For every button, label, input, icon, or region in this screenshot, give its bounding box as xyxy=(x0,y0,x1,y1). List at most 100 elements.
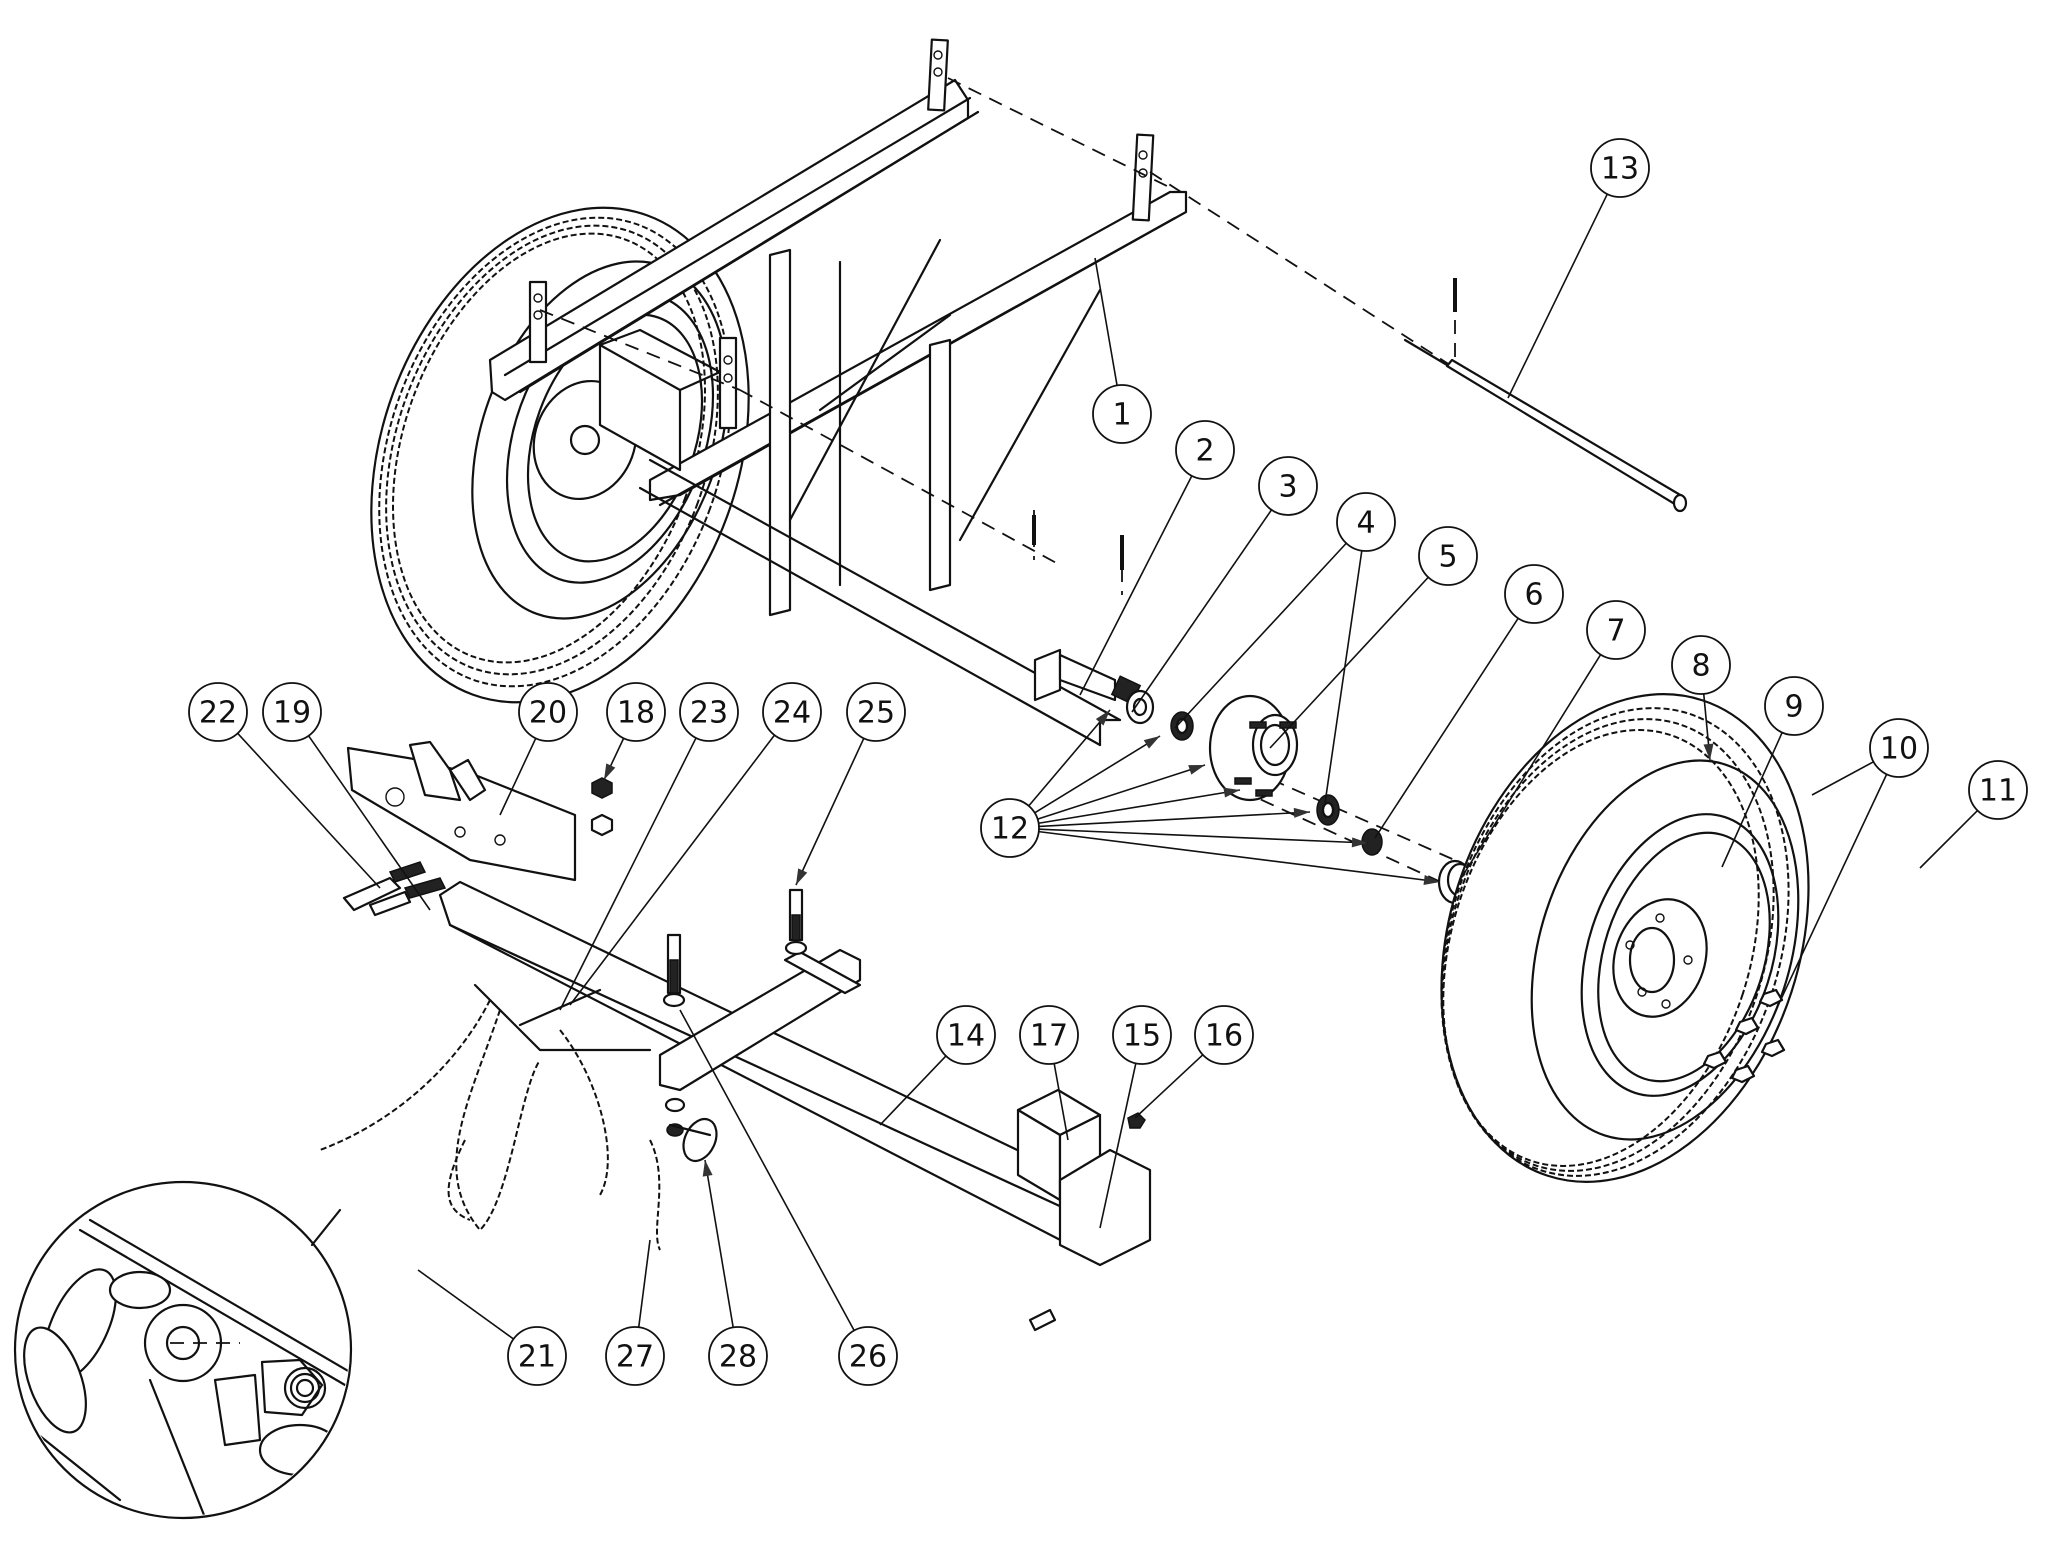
balloon-circle xyxy=(1336,492,1396,552)
balloon-number: 21 xyxy=(518,1340,556,1375)
balloon-number: 1 xyxy=(1112,398,1131,433)
balloon-number: 17 xyxy=(1030,1019,1068,1054)
leader-arrowhead-18 xyxy=(604,763,616,780)
balloon-number: 27 xyxy=(616,1340,654,1375)
balloon-number: 6 xyxy=(1524,578,1543,613)
balloon-circle xyxy=(679,682,739,742)
balloon-number: 2 xyxy=(1195,434,1214,469)
leader-line-4 xyxy=(1174,542,1347,729)
balloon-circle xyxy=(606,682,666,742)
balloon-circle xyxy=(936,1005,996,1065)
balloon-number: 16 xyxy=(1205,1019,1243,1054)
leader-line-24 xyxy=(569,734,776,1006)
balloon-circle xyxy=(838,1326,898,1386)
balloon-circle xyxy=(1175,420,1235,480)
balloon-cross-washer: 26 xyxy=(838,1326,898,1386)
leader-arrowhead-12 xyxy=(1223,787,1240,798)
balloon-circle xyxy=(1586,600,1646,660)
balloon-number: 28 xyxy=(719,1340,757,1375)
balloon-main-frame: 1 xyxy=(1092,384,1152,444)
leader-line-16 xyxy=(1134,1054,1204,1119)
leader-lines xyxy=(237,193,1979,1340)
balloon-hub-assembly-group: 12 xyxy=(980,798,1040,858)
balloon-coupler-bolt-long: 22 xyxy=(188,682,248,742)
balloon-circle xyxy=(1258,456,1318,516)
leader-line-12 xyxy=(1028,709,1111,807)
balloon-circle xyxy=(1590,138,1650,198)
leader-arrowhead-25 xyxy=(796,868,808,885)
balloon-hub: 5 xyxy=(1418,526,1478,586)
leader-line-12 xyxy=(1037,764,1206,820)
right-wheel xyxy=(1440,693,1810,1183)
leader-line-28 xyxy=(704,1159,734,1328)
balloon-pivot-shaft: 13 xyxy=(1590,138,1650,198)
main-frame xyxy=(488,38,1188,747)
leader-line-13 xyxy=(1507,193,1609,399)
balloon-number: 13 xyxy=(1601,152,1639,187)
balloon-number: 18 xyxy=(617,696,655,731)
balloon-number: 24 xyxy=(773,696,811,731)
leader-line-12 xyxy=(1038,828,1369,844)
balloon-tongue-beam: 14 xyxy=(936,1005,996,1065)
balloon-circle xyxy=(1019,1005,1079,1065)
leader-line-9 xyxy=(1721,732,1783,868)
balloon-number: 22 xyxy=(199,696,237,731)
balloon-number: 14 xyxy=(947,1019,985,1054)
balloon-circle xyxy=(980,798,1040,858)
balloon-number: 25 xyxy=(857,696,895,731)
balloon-lug-nut: 11 xyxy=(1968,760,2028,820)
leader-arrowhead-12 xyxy=(1423,875,1440,885)
balloon-circle xyxy=(1418,526,1478,586)
leader-line-12 xyxy=(1038,830,1441,883)
balloon-circle xyxy=(1968,760,2028,820)
balloon-number: 15 xyxy=(1123,1019,1161,1054)
leader-line-11 xyxy=(1919,809,1979,869)
leader-line-14 xyxy=(879,1055,947,1126)
balloon-coupler: 20 xyxy=(518,682,578,742)
leader-line-1 xyxy=(1094,257,1118,386)
balloon-circle xyxy=(1504,564,1564,624)
balloon-castle-nut: 6 xyxy=(1504,564,1564,624)
balloon-circle xyxy=(507,1326,567,1386)
balloon-circle xyxy=(605,1326,665,1386)
balloon-number: 11 xyxy=(1979,774,2017,809)
balloon-number: 23 xyxy=(690,696,728,731)
balloon-circle xyxy=(762,682,822,742)
balloon-circle xyxy=(1194,1005,1254,1065)
balloon-circle xyxy=(188,682,248,742)
balloon-circle xyxy=(708,1326,768,1386)
safety-chains xyxy=(319,999,661,1251)
leader-arrowhead-12 xyxy=(1143,736,1160,749)
balloon-grease-seal: 3 xyxy=(1258,456,1318,516)
leader-arrowhead-12 xyxy=(1293,807,1310,818)
leader-arrowhead-12 xyxy=(1188,765,1205,775)
leader-line-2 xyxy=(1079,475,1193,696)
balloon-safety-chain: 21 xyxy=(507,1326,567,1386)
balloon-bearing-cone: 4 xyxy=(1336,492,1396,552)
leader-line-25 xyxy=(795,737,865,886)
leader-line-6 xyxy=(1374,617,1519,839)
balloon-number: 7 xyxy=(1606,614,1625,649)
balloon-dust-cap: 7 xyxy=(1586,600,1646,660)
tongue-assembly xyxy=(342,740,1152,1332)
balloon-chain-nut: 24 xyxy=(762,682,822,742)
balloon-tongue-bracket: 17 xyxy=(1019,1005,1079,1065)
leader-arrowhead-28 xyxy=(702,1160,713,1177)
balloon-mount-bolt: 15 xyxy=(1112,1005,1172,1065)
balloon-number: 4 xyxy=(1356,506,1375,541)
balloon-wheel-studs: 10 xyxy=(1869,718,1929,778)
balloon-number: 12 xyxy=(991,812,1029,847)
leader-line-10 xyxy=(1774,773,1888,1013)
balloon-tire: 8 xyxy=(1671,635,1731,695)
leader-line-3 xyxy=(1131,509,1273,713)
balloon-number: 26 xyxy=(849,1340,887,1375)
leader-line-5 xyxy=(1269,576,1429,749)
leader-line-12 xyxy=(1034,735,1161,814)
leader-line-15 xyxy=(1099,1063,1137,1229)
balloon-circle xyxy=(262,682,322,742)
balloon-circle xyxy=(1869,718,1929,778)
balloon-circle xyxy=(1112,1005,1172,1065)
leader-arrowhead-12 xyxy=(1351,837,1368,848)
leader-arrowhead-8 xyxy=(1703,743,1714,760)
